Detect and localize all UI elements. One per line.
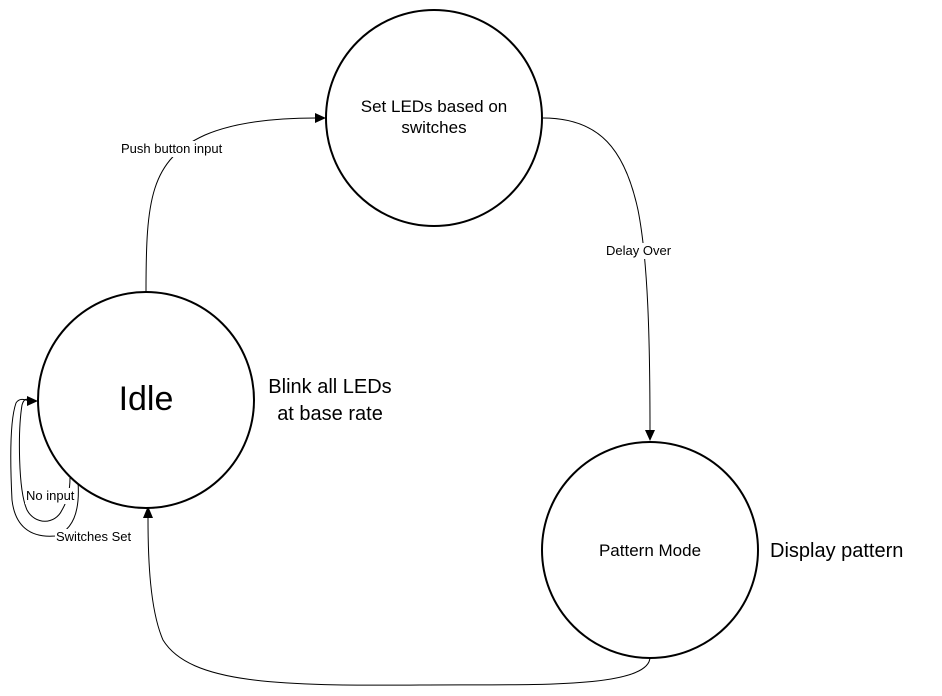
state-idle-label: Idle bbox=[118, 380, 174, 418]
transition-label-push-button: Push button input bbox=[120, 141, 224, 158]
arrowhead-idle-bottom bbox=[143, 506, 153, 518]
edge-idle-to-set-leds bbox=[145, 117, 317, 293]
state-pattern-mode-note: Display pattern bbox=[770, 540, 904, 562]
state-pattern-mode-circle bbox=[541, 441, 759, 659]
state-idle-note: Blink all LEDs at base rate bbox=[268, 376, 392, 425]
state-set-leds-label: Set LEDs based on switches bbox=[360, 97, 508, 138]
transition-label-no-input: No input bbox=[25, 488, 76, 505]
transition-label-delay-over: Delay Over bbox=[605, 243, 673, 260]
transition-label-switches-set: Switches Set bbox=[55, 529, 133, 546]
edge-set-leds-to-pattern bbox=[542, 117, 651, 432]
arrowhead-pattern bbox=[645, 430, 655, 441]
arrowhead-set-leds bbox=[315, 113, 326, 123]
edge-pattern-to-idle bbox=[147, 517, 651, 686]
state-pattern-mode-label: Pattern Mode bbox=[598, 541, 702, 560]
state-idle-circle bbox=[37, 291, 255, 509]
edge-idle-self-switches bbox=[10, 398, 79, 537]
state-set-leds-circle bbox=[325, 9, 543, 227]
arrowhead-idle-left bbox=[27, 396, 38, 406]
